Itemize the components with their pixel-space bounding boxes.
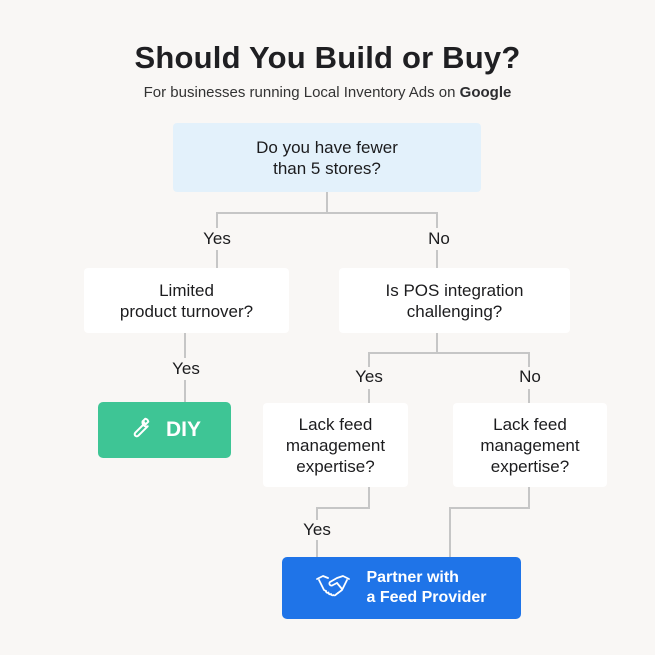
question-stores-line1: Do you have fewer	[256, 137, 398, 157]
outcome-diy-label: DIY	[165, 418, 201, 441]
edge-label-turnover-yes: Yes	[172, 359, 200, 378]
question-feed-yes-line2: management	[285, 435, 386, 455]
question-turnover: Limited product turnover?	[84, 268, 289, 333]
handshake-icon	[316, 572, 351, 604]
edge-label-stores-yes: Yes	[203, 229, 231, 248]
edge-label-pos-yes: Yes	[355, 367, 383, 386]
outcome-partner-line1: Partner with	[366, 569, 459, 586]
subtitle-text: For businesses running Local Inventory A…	[143, 84, 456, 101]
page-title: Should You Build or Buy?	[134, 40, 521, 75]
question-pos-line2: challenging?	[406, 301, 503, 321]
outcome-partner: Partner with a Feed Provider	[282, 557, 521, 619]
connector-stores	[216, 192, 438, 228]
question-feed-no-line1: Lack feed	[493, 414, 567, 434]
wrench-icon	[128, 415, 152, 445]
question-pos: Is POS integration challenging?	[339, 268, 570, 333]
question-feed-yes: Lack feed management expertise?	[263, 403, 408, 487]
connector-feed-yes	[316, 487, 370, 520]
outcome-partner-line2: a Feed Provider	[366, 589, 487, 606]
connector-feed-no	[449, 487, 530, 557]
question-feed-yes-line3: expertise?	[296, 456, 375, 476]
question-turnover-line1: Limited	[159, 280, 214, 300]
question-pos-line1: Is POS integration	[385, 280, 524, 300]
outcome-diy: DIY	[98, 402, 231, 458]
question-feed-no-line3: expertise?	[490, 456, 570, 476]
question-feed-no-line2: management	[480, 435, 580, 455]
question-stores: Do you have fewer than 5 stores?	[173, 123, 481, 192]
question-turnover-line2: product turnover?	[119, 301, 254, 321]
connector-pos	[368, 333, 530, 367]
subtitle-brand: Google	[459, 84, 512, 101]
question-feed-yes-line1: Lack feed	[298, 414, 373, 434]
page-subtitle: For businesses running Local Inventory A…	[0, 84, 655, 101]
edge-label-feed-yes: Yes	[303, 520, 331, 539]
question-feed-no: Lack feed management expertise?	[453, 403, 607, 487]
edge-label-pos-no: No	[519, 367, 541, 386]
edge-label-stores-no: No	[428, 229, 450, 248]
question-stores-line2: than 5 stores?	[273, 158, 381, 178]
